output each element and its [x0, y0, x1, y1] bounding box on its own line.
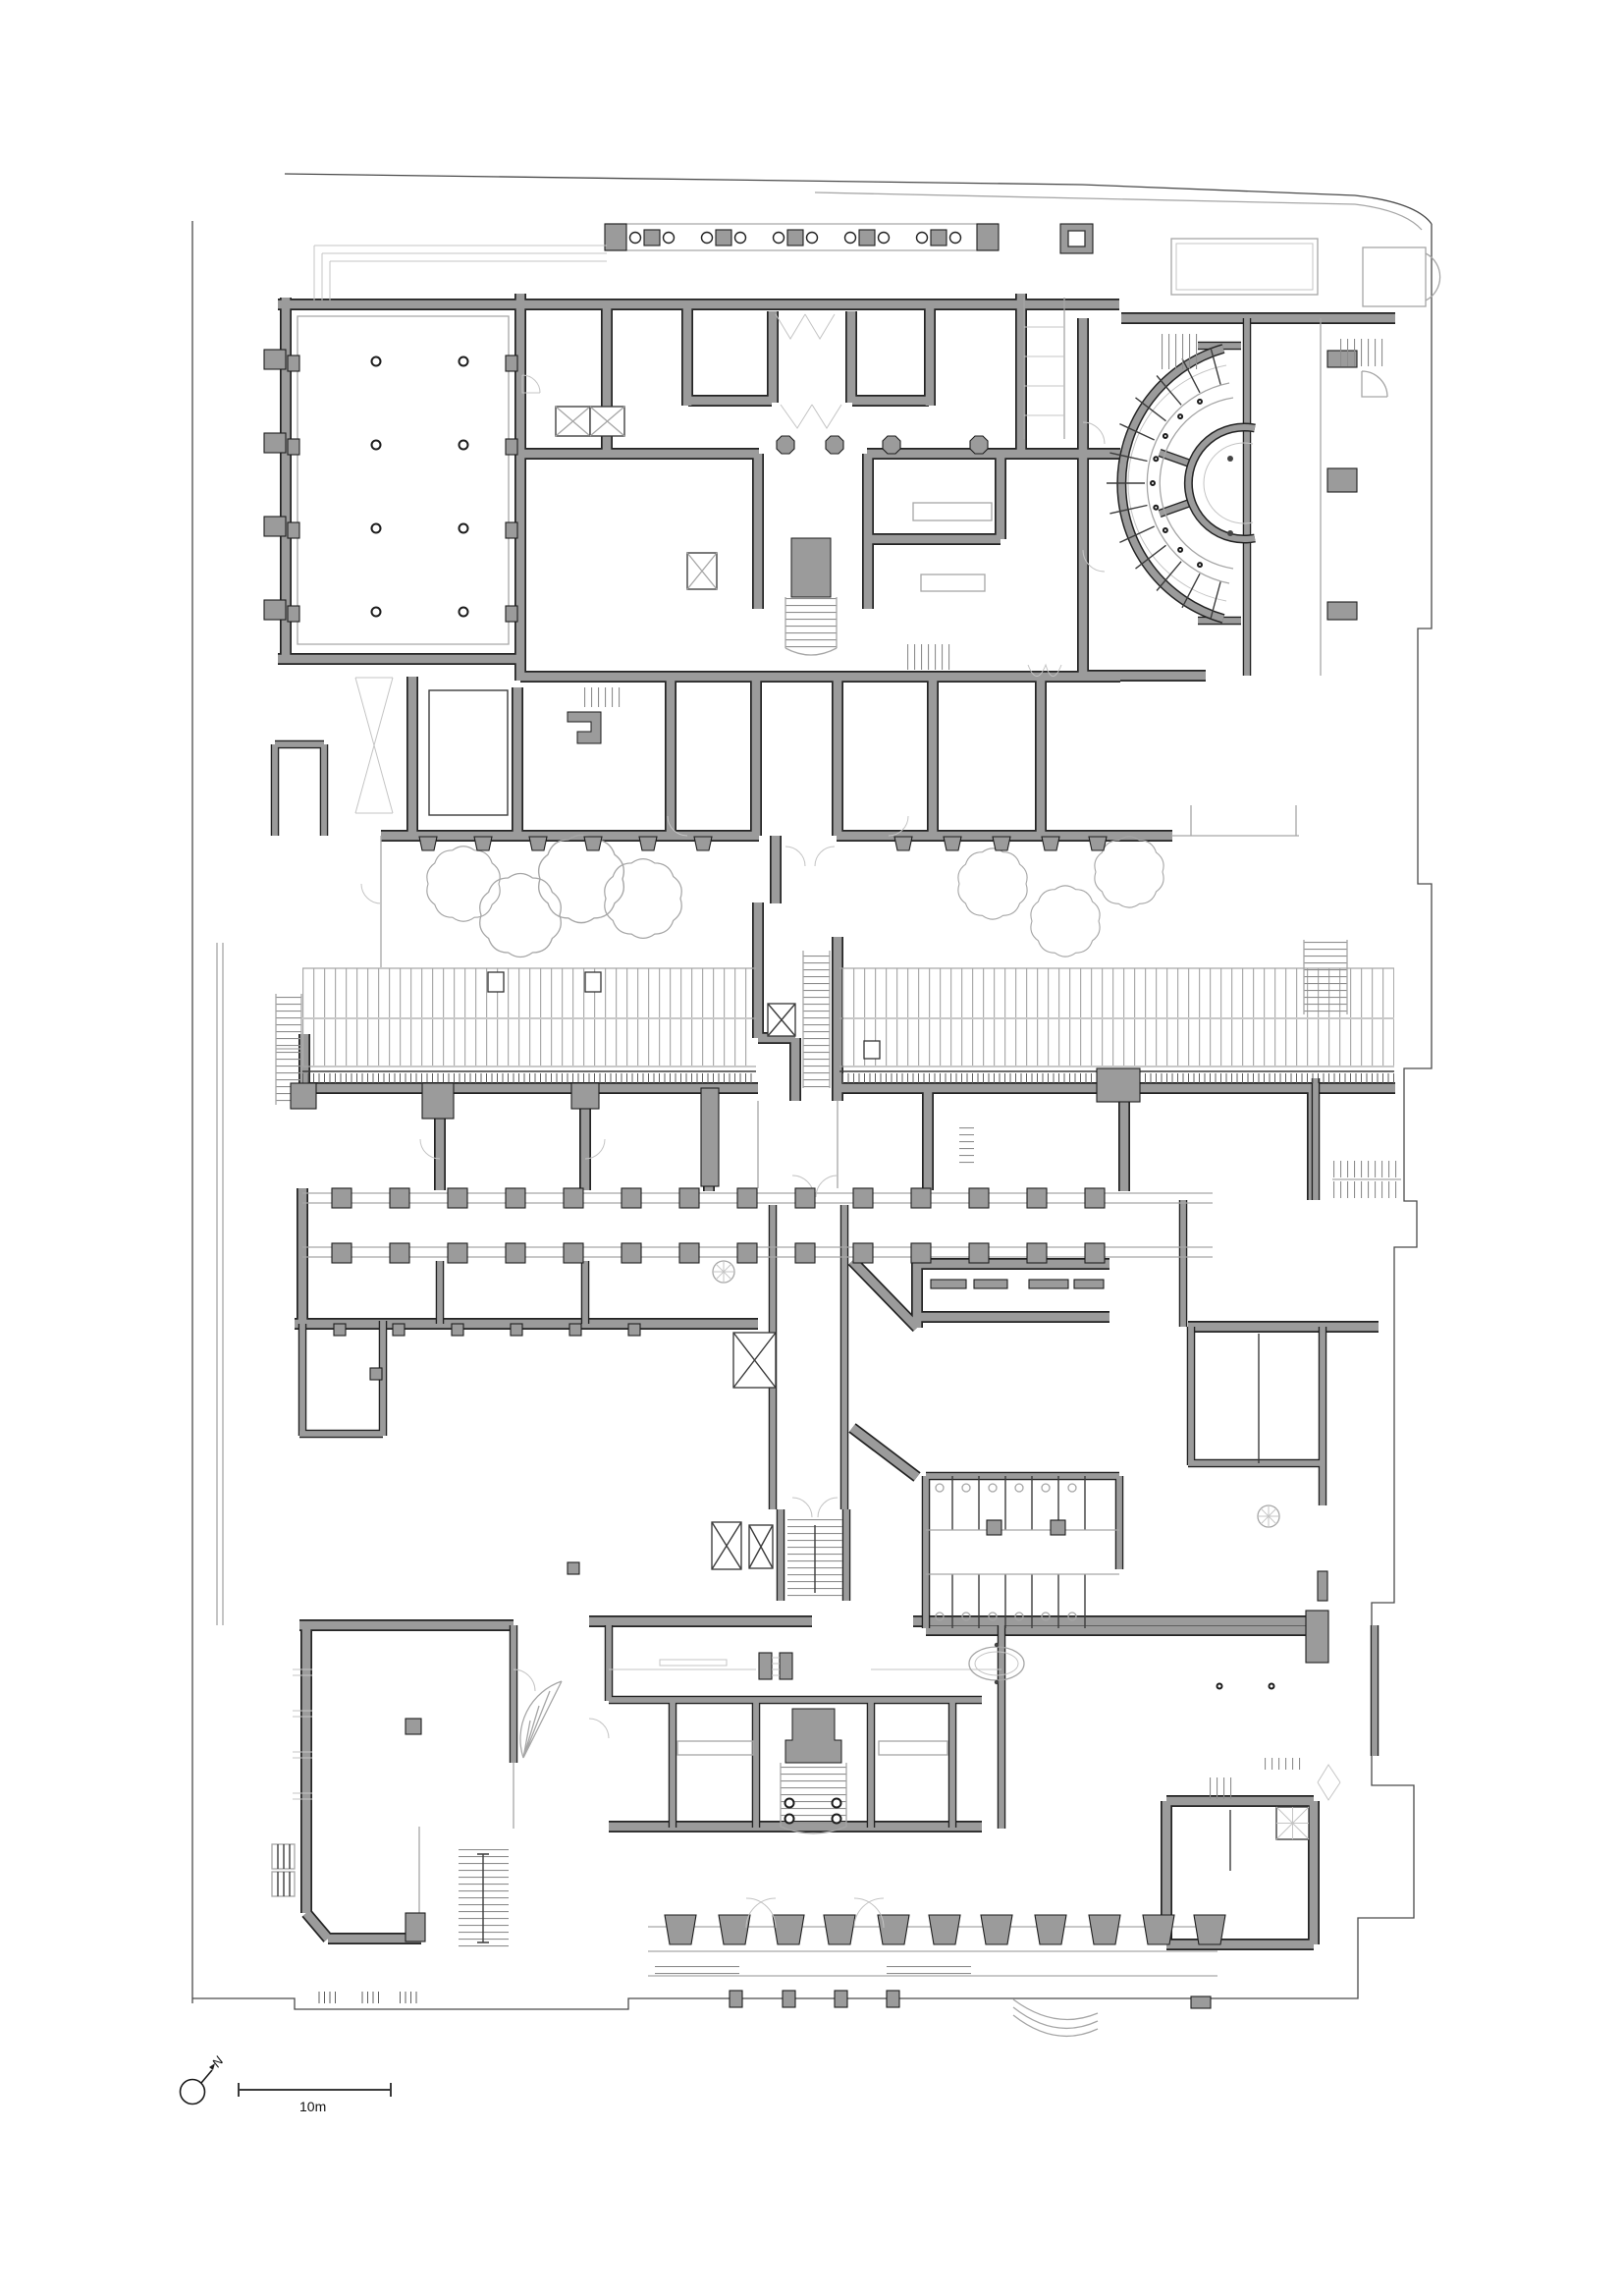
- pier-arcade: [331, 1187, 1106, 1264]
- stair-room-east: [1332, 1161, 1401, 1198]
- dashed-room: [930, 1279, 1105, 1289]
- scale-label: 10m: [299, 2099, 326, 2114]
- columned-hall: [263, 349, 518, 623]
- fan-stair: [519, 1680, 563, 1759]
- south-wing: [271, 1570, 1341, 2038]
- courtyard-trees: [354, 677, 1164, 958]
- bath-oval: [968, 1642, 1025, 1685]
- site-boundary: [191, 173, 1433, 2010]
- north-colonnade: [313, 223, 1441, 307]
- stair: [959, 1127, 974, 1169]
- stair: [1159, 334, 1202, 369]
- legend: N 10m: [179, 2053, 392, 2114]
- stair: [905, 644, 952, 670]
- northeast-bay-room: [1362, 246, 1441, 307]
- straight-stair: [459, 1844, 509, 1952]
- stair: [1340, 339, 1385, 366]
- toilet-block: [926, 1476, 1119, 1628]
- walls-light: [297, 298, 1394, 1928]
- skylight-band: [275, 940, 1394, 1105]
- upper-block-interiors: [555, 313, 993, 744]
- spiral-stair: [1257, 1504, 1280, 1528]
- lower-block: [290, 1067, 1401, 1628]
- wall-pilasters: [418, 836, 1108, 851]
- stair-band-east: [1303, 940, 1348, 1014]
- scale-bar: 10m: [238, 2083, 392, 2114]
- stair: [1206, 1777, 1234, 1799]
- spiral-stair: [712, 1260, 735, 1284]
- stair: [1264, 1758, 1303, 1770]
- door-swings: [360, 374, 1106, 1739]
- elevator-shaft: [555, 406, 718, 590]
- south-portico: [317, 1897, 1226, 2009]
- central-stair-link: [767, 846, 839, 1198]
- grand-stair-upper: [784, 537, 838, 656]
- north-arrow: N: [179, 2053, 227, 2105]
- stair-lower-center: [787, 1517, 842, 1601]
- stair: [581, 687, 621, 707]
- southwest-hall: [271, 1668, 426, 1942]
- grand-stair-south: [780, 1708, 847, 1834]
- u-wall: [567, 711, 602, 744]
- star-stair-room: [1229, 1806, 1310, 1871]
- semicircular-auditorium: [1027, 334, 1388, 677]
- curved-stair: [1012, 1998, 1099, 2038]
